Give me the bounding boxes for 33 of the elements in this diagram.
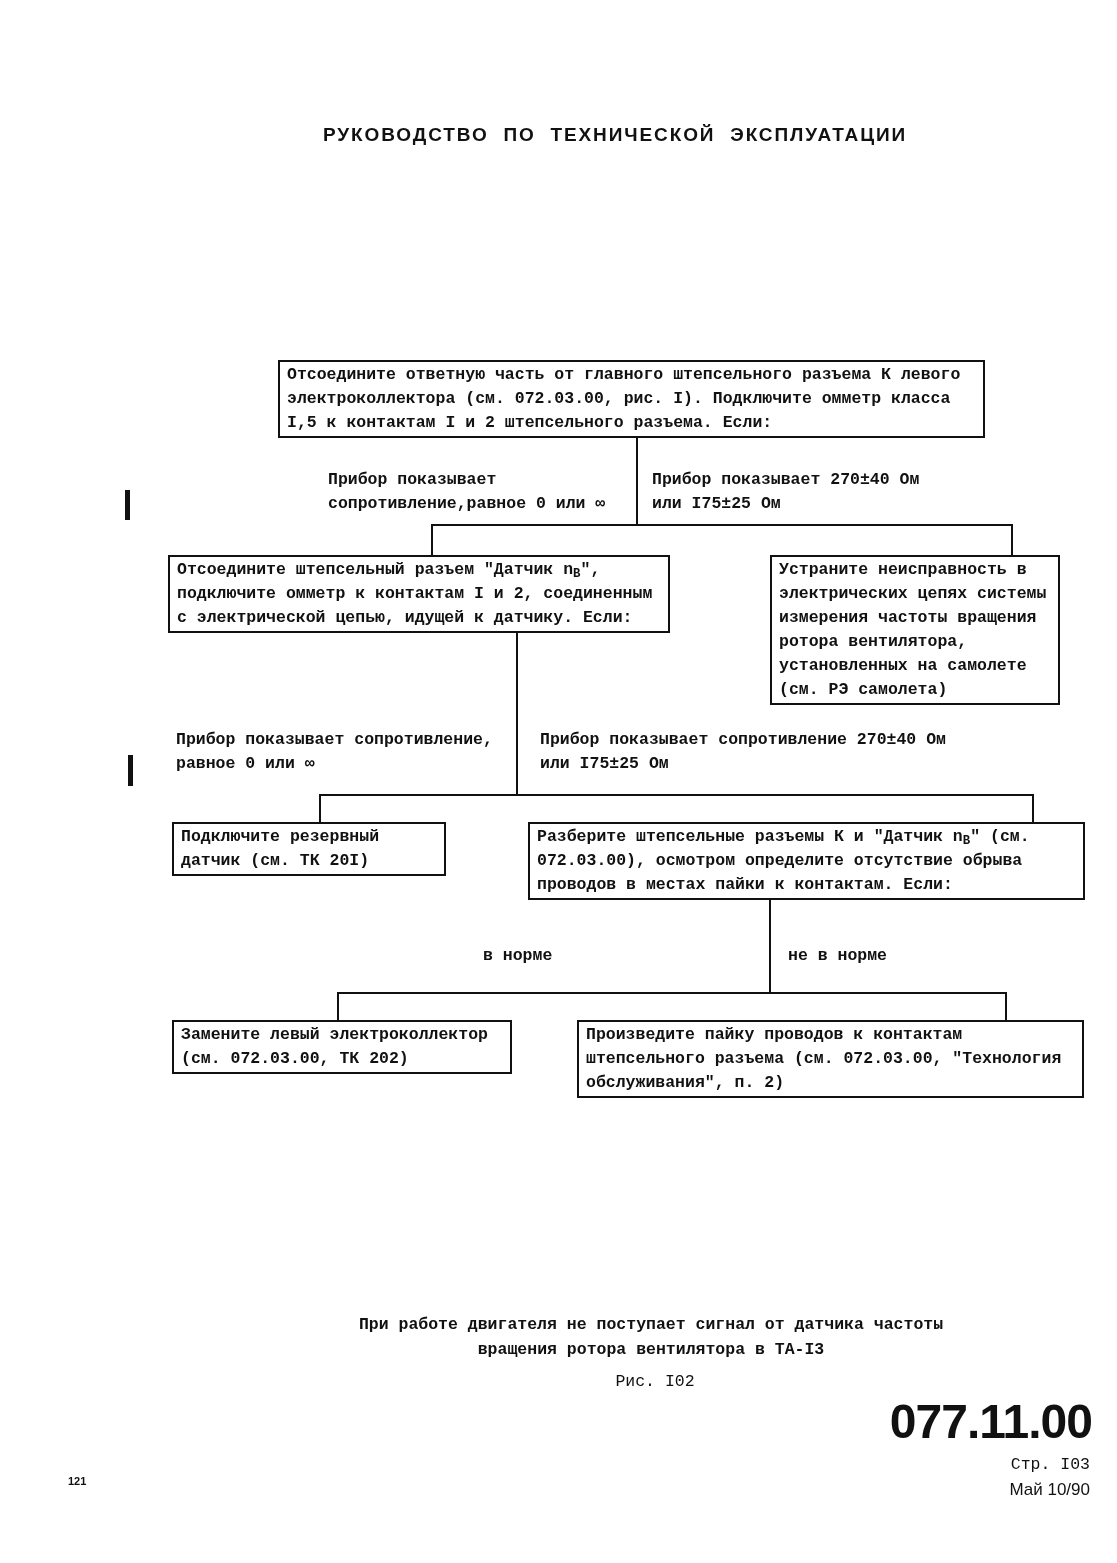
process-box — [577, 1020, 1084, 1098]
connector-line — [337, 992, 771, 1021]
edge-label: Прибор показывает сопротивление,равное 0 или ∞ — [328, 469, 607, 515]
instruction-text: Замените левый электроколлектор (см. 072.03.00, ТК 202) — [181, 1024, 489, 1070]
connector-line — [516, 794, 1034, 823]
instruction-text: Устраните неисправность в электрических цепях системы измерения частоты вращения ротора вентилятора, установленных на самолете (см. РЭ самолета) — [779, 559, 1048, 701]
edge-label: в норме — [483, 945, 554, 967]
instruction-text: Разберите штепсельные разъемы К и "Датчик n$_{В}$" (см. 072.03.00), осмотром определите отсутствие обрыва проводов в местах пайки к контактам. Если: — [537, 826, 1031, 896]
edge-label: не в норме — [788, 945, 889, 967]
edge-label: Прибор показывает 270±40 Ом или I75±25 Ом — [652, 469, 921, 515]
connector-line — [636, 437, 638, 526]
document-number: 077.11.00 — [889, 1398, 1092, 1446]
page-number: Стр. I03 — [1010, 1454, 1090, 1476]
connector-line — [769, 899, 771, 994]
instruction-text: Отсоедините штепсельный разъем "Датчик n$_{В}$", подключите омметр к контактам I и 2, соединенным с электрической цепью, идущей к датчику. Если: — [177, 559, 654, 629]
revision-date: Май 10/90 — [1009, 1479, 1090, 1501]
figure-caption: При работе двигателя не поступает сигнал от датчика частоты вращения ротора вентилятора в ТА-I3 — [357, 1314, 945, 1361]
page-title: РУКОВОДСТВО ПО ТЕХНИЧЕСКОЙ ЭКСПЛУАТАЦИИ — [322, 123, 908, 147]
figure-number: Рис. I02 — [614, 1371, 696, 1393]
sheet-number: 121 — [68, 1474, 87, 1488]
edge-label: Прибор показывает сопротивление 270±40 Ом или I75±25 Ом — [540, 729, 947, 775]
process-box — [172, 822, 446, 876]
instruction-text: Подключите резервный датчик (см. ТК 20I) — [181, 826, 381, 872]
connector-line — [516, 632, 518, 796]
instruction-text: Отсоедините ответную часть от главного штепсельного разъема К левого электроколлектора (см. 072.03.00, рис. I). Подключите омметр класса I,5 к контактам I и 2 штепсельного разъема. Если: — [287, 364, 962, 434]
process-box — [528, 822, 1085, 900]
connector-line — [431, 524, 638, 556]
process-box — [172, 1020, 512, 1074]
instruction-text: Произведите пайку проводов к контактам штепсельного разъема (см. 072.03.00, "Технология обслуживания", п. 2) — [586, 1024, 1063, 1094]
connector-line — [319, 794, 518, 823]
connector-line — [769, 992, 1007, 1021]
edge-label: Прибор показывает сопротивление, равное 0 или ∞ — [176, 729, 494, 775]
connector-line — [636, 524, 1013, 556]
